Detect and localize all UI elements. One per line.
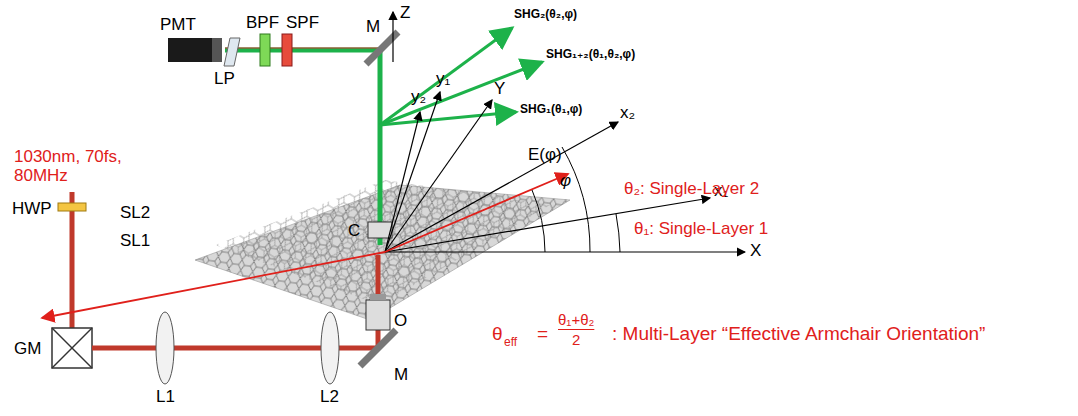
- formula-text: : Multi-Layer “Effective Armchair Orient…: [612, 324, 985, 345]
- layer-label: θ₁: Single-Layer 1: [634, 220, 768, 239]
- component-label: SPF: [286, 14, 319, 33]
- formula-subscript: eff: [504, 336, 517, 349]
- component-label: C: [348, 222, 360, 241]
- component-label: M: [394, 366, 408, 385]
- formula-symbol: θ: [492, 324, 503, 345]
- layer-label: θ₂: Single-Layer 2: [624, 180, 759, 199]
- formula-symbol: =: [537, 324, 548, 345]
- component-label: L1: [156, 388, 175, 407]
- component-label: M: [366, 18, 380, 37]
- angle-label: φ: [560, 172, 571, 191]
- component-label: GM: [14, 340, 41, 359]
- layer-label: SL1: [120, 232, 150, 251]
- component-label: O: [394, 312, 407, 331]
- component-label: LP: [214, 70, 235, 89]
- signal-label: SHG₂(θ₂,φ): [514, 8, 577, 21]
- formula-numerator: θ₁+θ₂: [558, 312, 594, 329]
- fraction-bar: [558, 329, 594, 330]
- signal-label: SHG₁(θ₁,φ): [520, 103, 582, 116]
- field-label: E(φ): [528, 146, 562, 165]
- axis-label: Z: [400, 4, 410, 23]
- laser-spec: 1030nm, 70fs, 80MHz: [14, 148, 124, 185]
- component-label: L2: [320, 388, 339, 407]
- axis-label: y₁: [436, 70, 450, 89]
- axis-label: x₂: [620, 104, 635, 123]
- axis-label: Y: [494, 80, 505, 99]
- component-label: PMT: [160, 16, 196, 35]
- signal-label: SHG₁₊₂(θ₁,θ₂,φ): [546, 48, 635, 61]
- component-label: HWP: [12, 200, 52, 219]
- axis-label: y₂: [411, 88, 426, 107]
- axis-label: X: [750, 242, 761, 261]
- layer-label: SL2: [120, 204, 150, 223]
- formula-denominator: 2: [572, 332, 580, 349]
- component-label: BPF: [246, 14, 279, 33]
